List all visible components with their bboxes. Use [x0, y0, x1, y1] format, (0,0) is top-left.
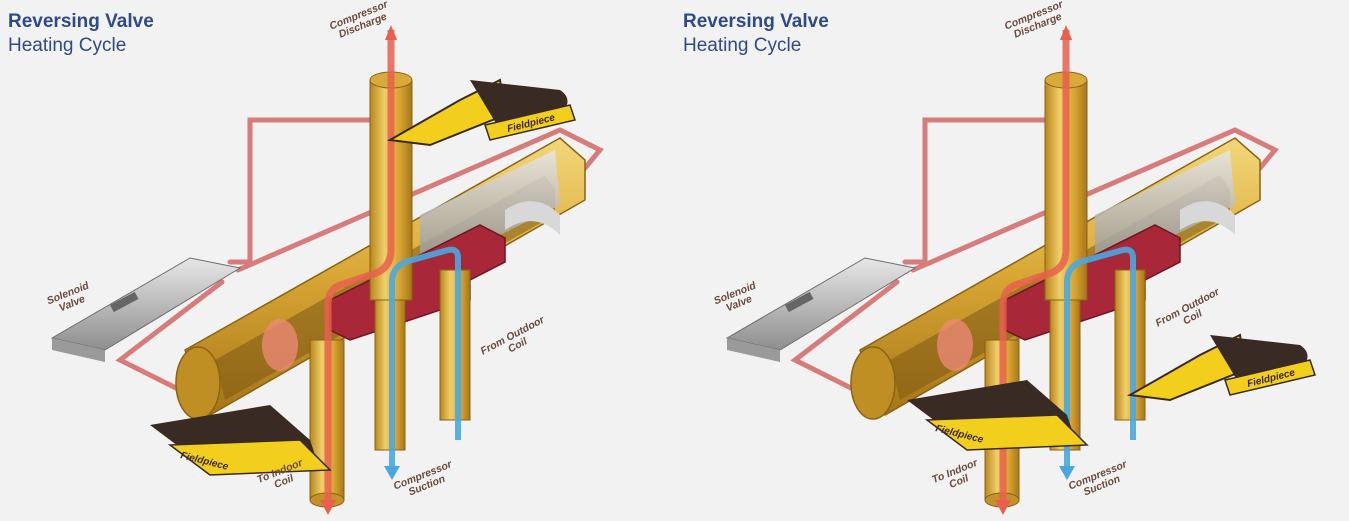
title-line1: Reversing Valve	[683, 11, 829, 32]
hot-flow-arrow	[324, 30, 395, 505]
diagram-panel-right: Reversing Valve Heating Cycle Compressor…	[675, 0, 1349, 521]
valve-illustration: Fieldpiece Fieldpiece	[50, 25, 604, 515]
diagram-title: Reversing Valve Heating Cycle	[683, 10, 829, 58]
fieldpiece-clamp-icon: Fieldpiece	[907, 380, 1089, 451]
fieldpiece-clamp-icon: Fieldpiece	[386, 78, 576, 147]
cold-flow-arrow	[389, 246, 461, 470]
title-line2: Heating Cycle	[683, 35, 802, 56]
diagram-title: Reversing Valve Heating Cycle	[8, 10, 154, 58]
cold-flow-arrow	[1064, 246, 1136, 470]
solenoid-icon	[50, 257, 242, 362]
title-line2: Heating Cycle	[8, 35, 127, 56]
fieldpiece-clamp-icon: Fieldpiece	[150, 405, 332, 476]
title-line1: Reversing Valve	[8, 11, 154, 32]
solenoid-icon	[725, 257, 917, 362]
diagram-panel-left: Reversing Valve Heating Cycle Compressor…	[0, 0, 674, 521]
valve-illustration: Fieldpiece Fieldpiece	[725, 25, 1316, 515]
fieldpiece-clamp-icon: Fieldpiece	[1126, 333, 1316, 402]
hot-flow-arrow	[999, 30, 1070, 505]
